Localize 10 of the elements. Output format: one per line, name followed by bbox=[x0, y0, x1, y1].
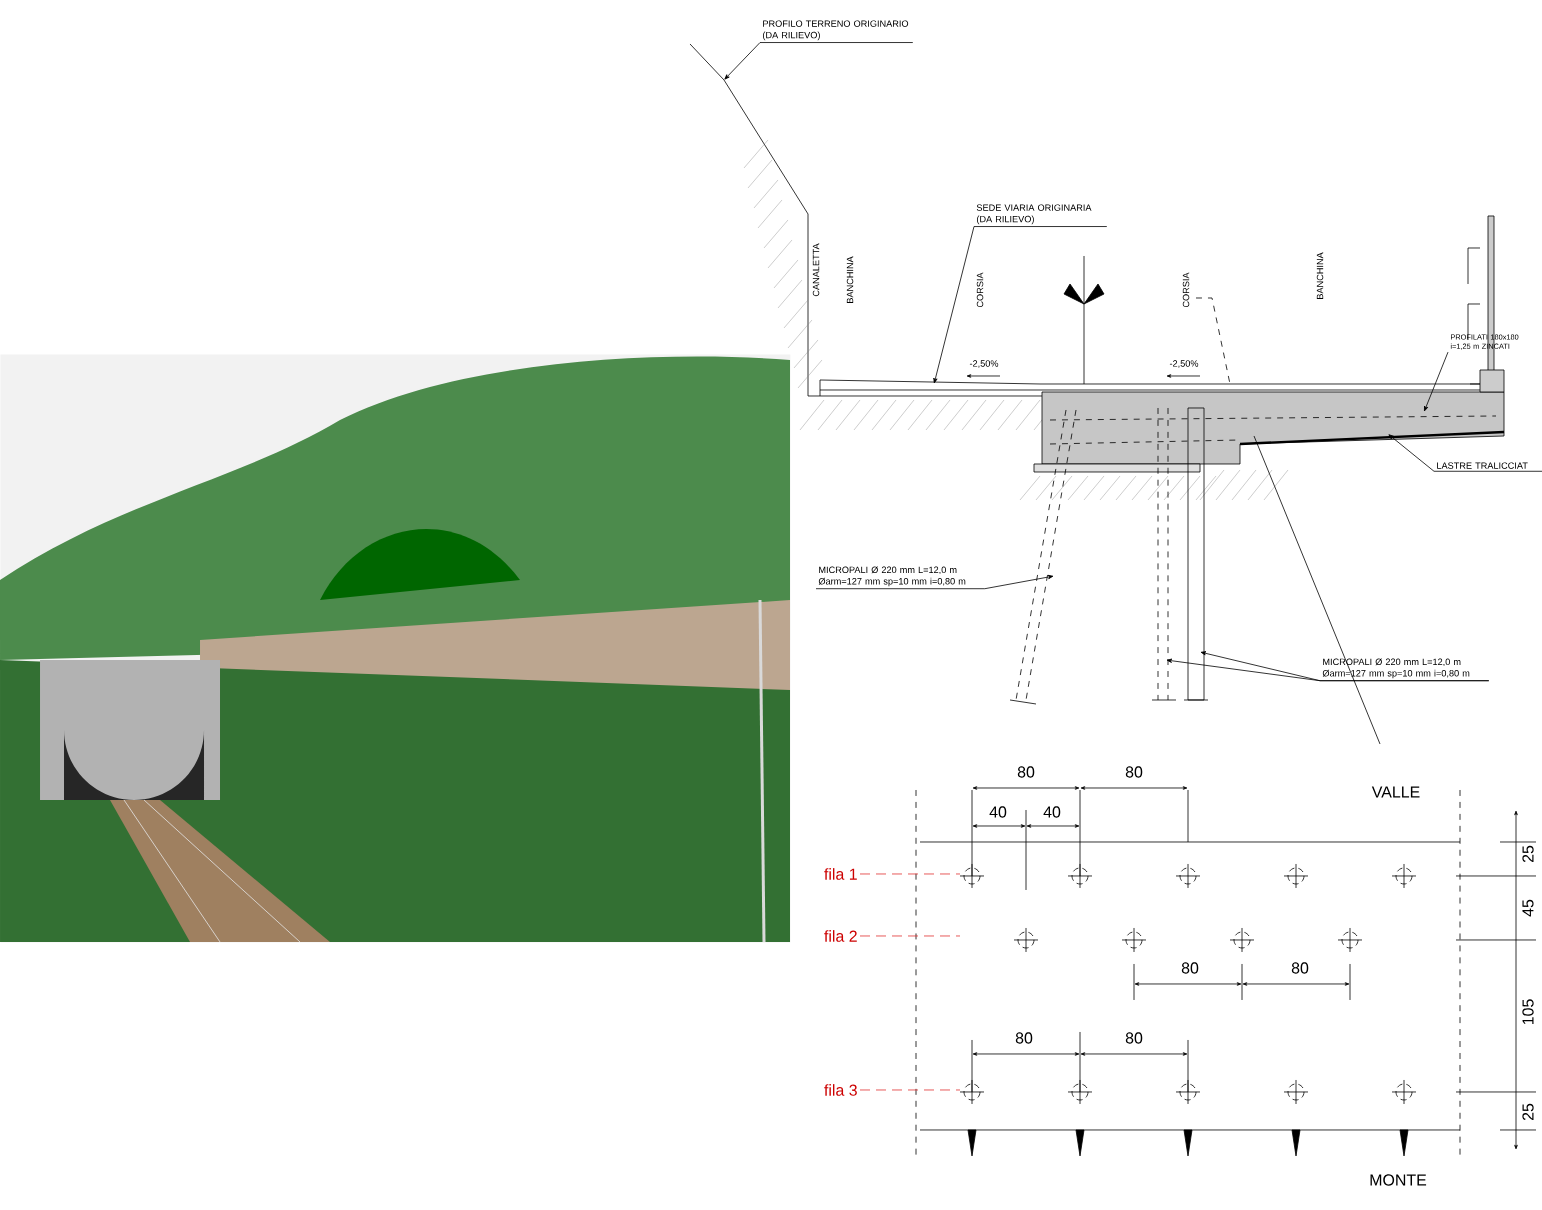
leader-line bbox=[815, 574, 1054, 590]
leader-line bbox=[859, 935, 961, 937]
leader-line bbox=[1388, 434, 1542, 472]
leader-line bbox=[859, 873, 961, 875]
leader-line bbox=[933, 226, 1108, 384]
leader-line bbox=[724, 42, 914, 80]
leader-line bbox=[859, 1089, 961, 1091]
leader-line bbox=[1200, 651, 1490, 682]
photo bbox=[0, 354, 791, 943]
leader-line bbox=[1424, 351, 1449, 412]
